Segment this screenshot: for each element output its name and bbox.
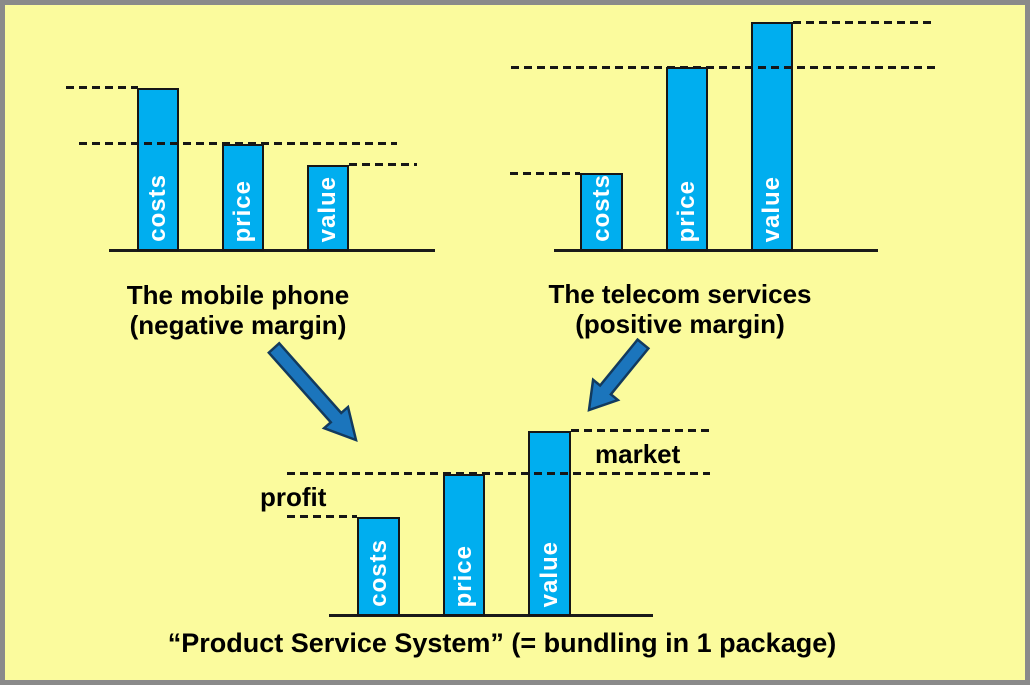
bundle-price-bar: price <box>443 474 485 616</box>
mobile-chart-axis <box>109 249 435 252</box>
telecom-chart-title-line2: (positive margin) <box>575 309 785 339</box>
telecom-price-bar-label: price <box>673 179 700 242</box>
telecom-costs-bar: costs <box>580 173 623 251</box>
telecom-chart-title: The telecom services (positive margin) <box>530 279 830 339</box>
mobile-value-level-dashline <box>349 163 417 166</box>
bundle-price-level-dashline <box>287 472 710 475</box>
profit-label: profit <box>260 482 327 512</box>
mobile-value-bar-label: value <box>314 175 341 242</box>
telecom-value-bar-label: value <box>758 175 785 242</box>
telecom-price-level-dashline <box>511 66 935 69</box>
telecom-chart-title-line1: The telecom services <box>548 279 812 309</box>
mobile-price-level-dashline <box>79 142 397 145</box>
market-label: market <box>595 439 681 469</box>
mobile-chart-title-line1: The mobile phone <box>126 280 350 310</box>
telecom-value-level-dashline <box>793 21 933 24</box>
mobile-chart-title-line2: (negative margin) <box>129 310 347 340</box>
bundle-value-bar-label: value <box>535 540 563 607</box>
telecom-costs-level-dashline <box>510 172 580 175</box>
bundle-costs-level-dashline <box>287 515 357 518</box>
telecom-costs-bar-label: costs <box>587 174 615 242</box>
bundle-value-level-dashline <box>571 429 710 432</box>
telecom-price-bar: price <box>666 67 708 251</box>
bundle-costs-bar-label: costs <box>364 539 392 607</box>
mobile-price-bar-label: price <box>229 179 256 242</box>
arrow-mobile-to-bundle-icon <box>267 341 358 442</box>
telecom-chart-axis <box>554 249 878 252</box>
arrow-telecom-to-bundle-icon <box>587 337 651 412</box>
slide-caption: “Product Service System” (= bundling in … <box>167 628 837 658</box>
bundle-value-bar: value <box>528 431 571 616</box>
bundle-price-bar-label: price <box>450 544 477 607</box>
telecom-value-bar: value <box>751 22 793 251</box>
mobile-value-bar: value <box>307 165 349 251</box>
mobile-costs-bar: costs <box>137 88 179 251</box>
mobile-costs-level-dashline <box>66 86 138 89</box>
mobile-price-bar: price <box>222 144 264 251</box>
bundle-chart-axis <box>329 614 653 617</box>
mobile-costs-bar-label: costs <box>144 174 171 242</box>
mobile-chart-title: The mobile phone (negative margin) <box>88 280 388 340</box>
bundle-costs-bar: costs <box>357 517 400 616</box>
